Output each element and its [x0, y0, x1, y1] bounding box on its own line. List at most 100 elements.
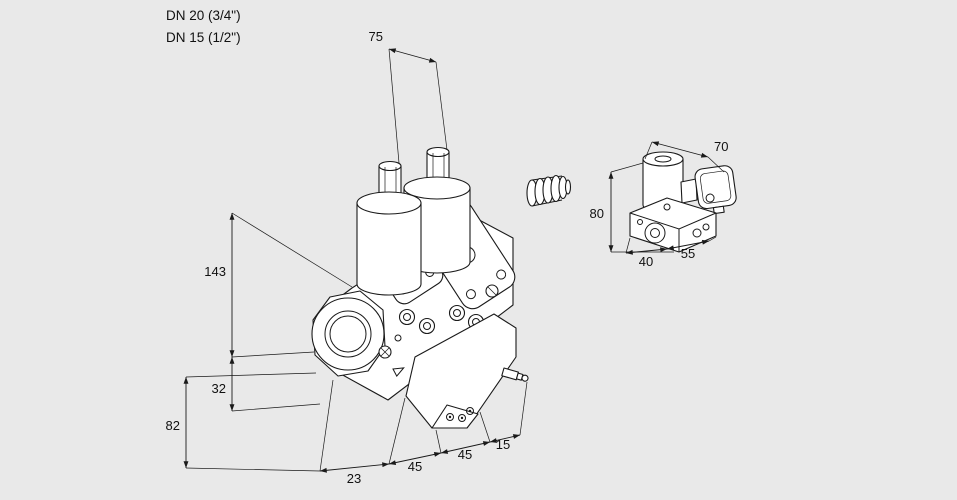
bottom-hole	[466, 407, 474, 415]
extension-line	[231, 212, 353, 288]
flow-arrow-icon	[392, 367, 405, 377]
pilot-small-hole	[637, 219, 643, 225]
pilot-connector	[680, 178, 698, 204]
screw-slot	[487, 286, 497, 296]
flange-bore-inner	[329, 315, 367, 353]
actuator-outline	[405, 313, 517, 429]
dimension-32: 32	[212, 356, 321, 412]
extension-line	[435, 429, 442, 454]
bottom-hole	[458, 414, 466, 422]
dimension-line	[388, 451, 442, 466]
screw-circle	[496, 269, 507, 280]
dimension-label: 45	[408, 459, 422, 474]
dimension-label: 82	[166, 418, 180, 433]
dimension-line	[651, 141, 709, 158]
dimension-label: 15	[496, 437, 510, 452]
bottom-hole-pin	[468, 409, 472, 413]
extension-line	[519, 381, 528, 436]
tap-hole	[403, 313, 411, 321]
extension-line	[435, 61, 448, 151]
extension-line	[610, 162, 644, 173]
extension-line	[708, 236, 717, 242]
flange-bore-thread	[324, 310, 372, 358]
dimension-40: 40	[625, 237, 668, 269]
dimension-line	[489, 434, 521, 443]
dimension-label: 75	[369, 29, 383, 44]
pilot-coil-top	[642, 151, 684, 167]
test-nozzle	[501, 367, 529, 382]
coil-body	[356, 202, 422, 296]
lower-actuator-block	[405, 313, 529, 429]
ribbed-adapter-part	[526, 174, 572, 207]
flange-bore-outer	[311, 297, 385, 371]
dimension-label: 143	[204, 264, 226, 279]
inlet-flange	[311, 290, 386, 377]
terminal-box-screw	[705, 193, 715, 203]
extension-line	[388, 48, 400, 164]
dimension-55: 55	[666, 236, 717, 261]
dimension-75: 75	[369, 29, 448, 164]
nozzle-body	[501, 367, 519, 381]
dimension-15: 15	[479, 381, 528, 452]
terminal-box-foot	[712, 205, 725, 215]
dimension-label: 45	[458, 447, 472, 462]
dimension-line	[625, 247, 668, 255]
tap-hole	[453, 309, 461, 317]
pilot-top-hole	[663, 203, 671, 211]
coil-top-rim	[356, 191, 422, 215]
tap-boss	[418, 317, 436, 335]
bottom-hole-pin	[448, 415, 452, 419]
extension-line	[479, 411, 491, 443]
dimension-45-right: 45	[435, 429, 491, 462]
coil-cap-top	[378, 160, 402, 172]
dimension-line	[440, 441, 491, 454]
terminal-box-outline	[694, 165, 737, 210]
dimension-label: 70	[714, 139, 728, 154]
screw-slot	[380, 347, 390, 357]
main-valve-drawing	[311, 146, 529, 429]
solenoid-coil-left	[356, 160, 422, 296]
extension-line	[185, 372, 317, 378]
terminal-box-lid	[699, 170, 732, 204]
dimension-label: 80	[590, 206, 604, 221]
coil-top-rim	[403, 176, 471, 200]
coil-cap-top	[426, 146, 450, 158]
dn20-label: DN 20 (3/4")	[166, 8, 241, 23]
extension-line	[625, 237, 631, 254]
extension-line	[231, 351, 315, 358]
dimension-label: 23	[347, 471, 361, 486]
pilot-valve-body	[629, 197, 717, 253]
dimension-line	[666, 239, 710, 251]
dimension-45-left: 45	[388, 397, 442, 474]
extension-line	[388, 397, 406, 465]
dimension-label: 32	[212, 381, 226, 396]
tap-hole	[423, 322, 431, 330]
dimension-line	[319, 462, 390, 473]
dimension-23: 23	[319, 379, 390, 486]
pilot-side-hole	[692, 228, 702, 238]
pilot-terminal-box	[694, 165, 737, 215]
extension-line	[644, 141, 653, 160]
pilot-port-inner	[650, 228, 660, 238]
dimension-line	[388, 48, 437, 63]
dimension-143: 143	[204, 212, 353, 358]
tap-boss	[448, 304, 466, 322]
bottom-hole	[446, 413, 454, 421]
extension-line	[319, 379, 334, 472]
dimension-82: 82	[166, 372, 321, 472]
dimension-label: 40	[639, 254, 653, 269]
pilot-side-hole	[702, 223, 710, 231]
adapter-tip	[564, 179, 572, 195]
dimension-70: 70	[644, 139, 728, 173]
pilot-port-outer	[644, 222, 666, 244]
dimension-label: 55	[681, 246, 695, 261]
nozzle-cap	[521, 374, 529, 382]
pilot-body-outline	[629, 197, 717, 253]
extension-line	[707, 156, 725, 173]
extension-line	[231, 403, 321, 412]
size-labels: DN 20 (3/4") DN 15 (1/2")	[166, 8, 241, 45]
bottom-hole-pin	[460, 416, 464, 420]
tap-boss	[398, 308, 416, 326]
